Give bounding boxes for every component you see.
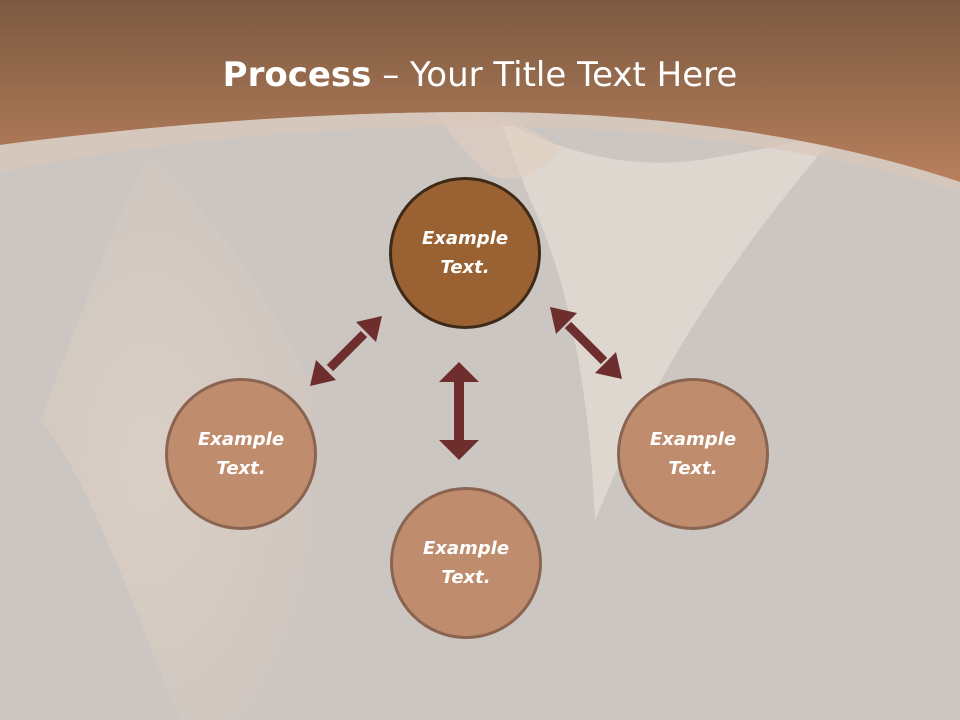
title-bold: Process [222,55,372,95]
node-bottom: Example Text. [390,487,542,639]
node-left: Example Text. [165,378,317,530]
double-arrow-top-left [310,316,382,386]
slide-title: Process – Your Title Text Here [0,52,960,98]
double-arrow-vertical [439,362,479,460]
node-right: Example Text. [617,378,769,530]
node-bottom-label: Example Text. [422,538,510,588]
title-separator: – [371,55,411,95]
node-top: Example Text. [389,177,541,329]
node-top-label: Example Text. [421,228,509,278]
node-left-label: Example Text. [197,429,285,479]
title-rest: Your Title Text Here [410,55,738,95]
double-arrow-top-right [550,307,622,379]
node-right-label: Example Text. [649,429,737,479]
